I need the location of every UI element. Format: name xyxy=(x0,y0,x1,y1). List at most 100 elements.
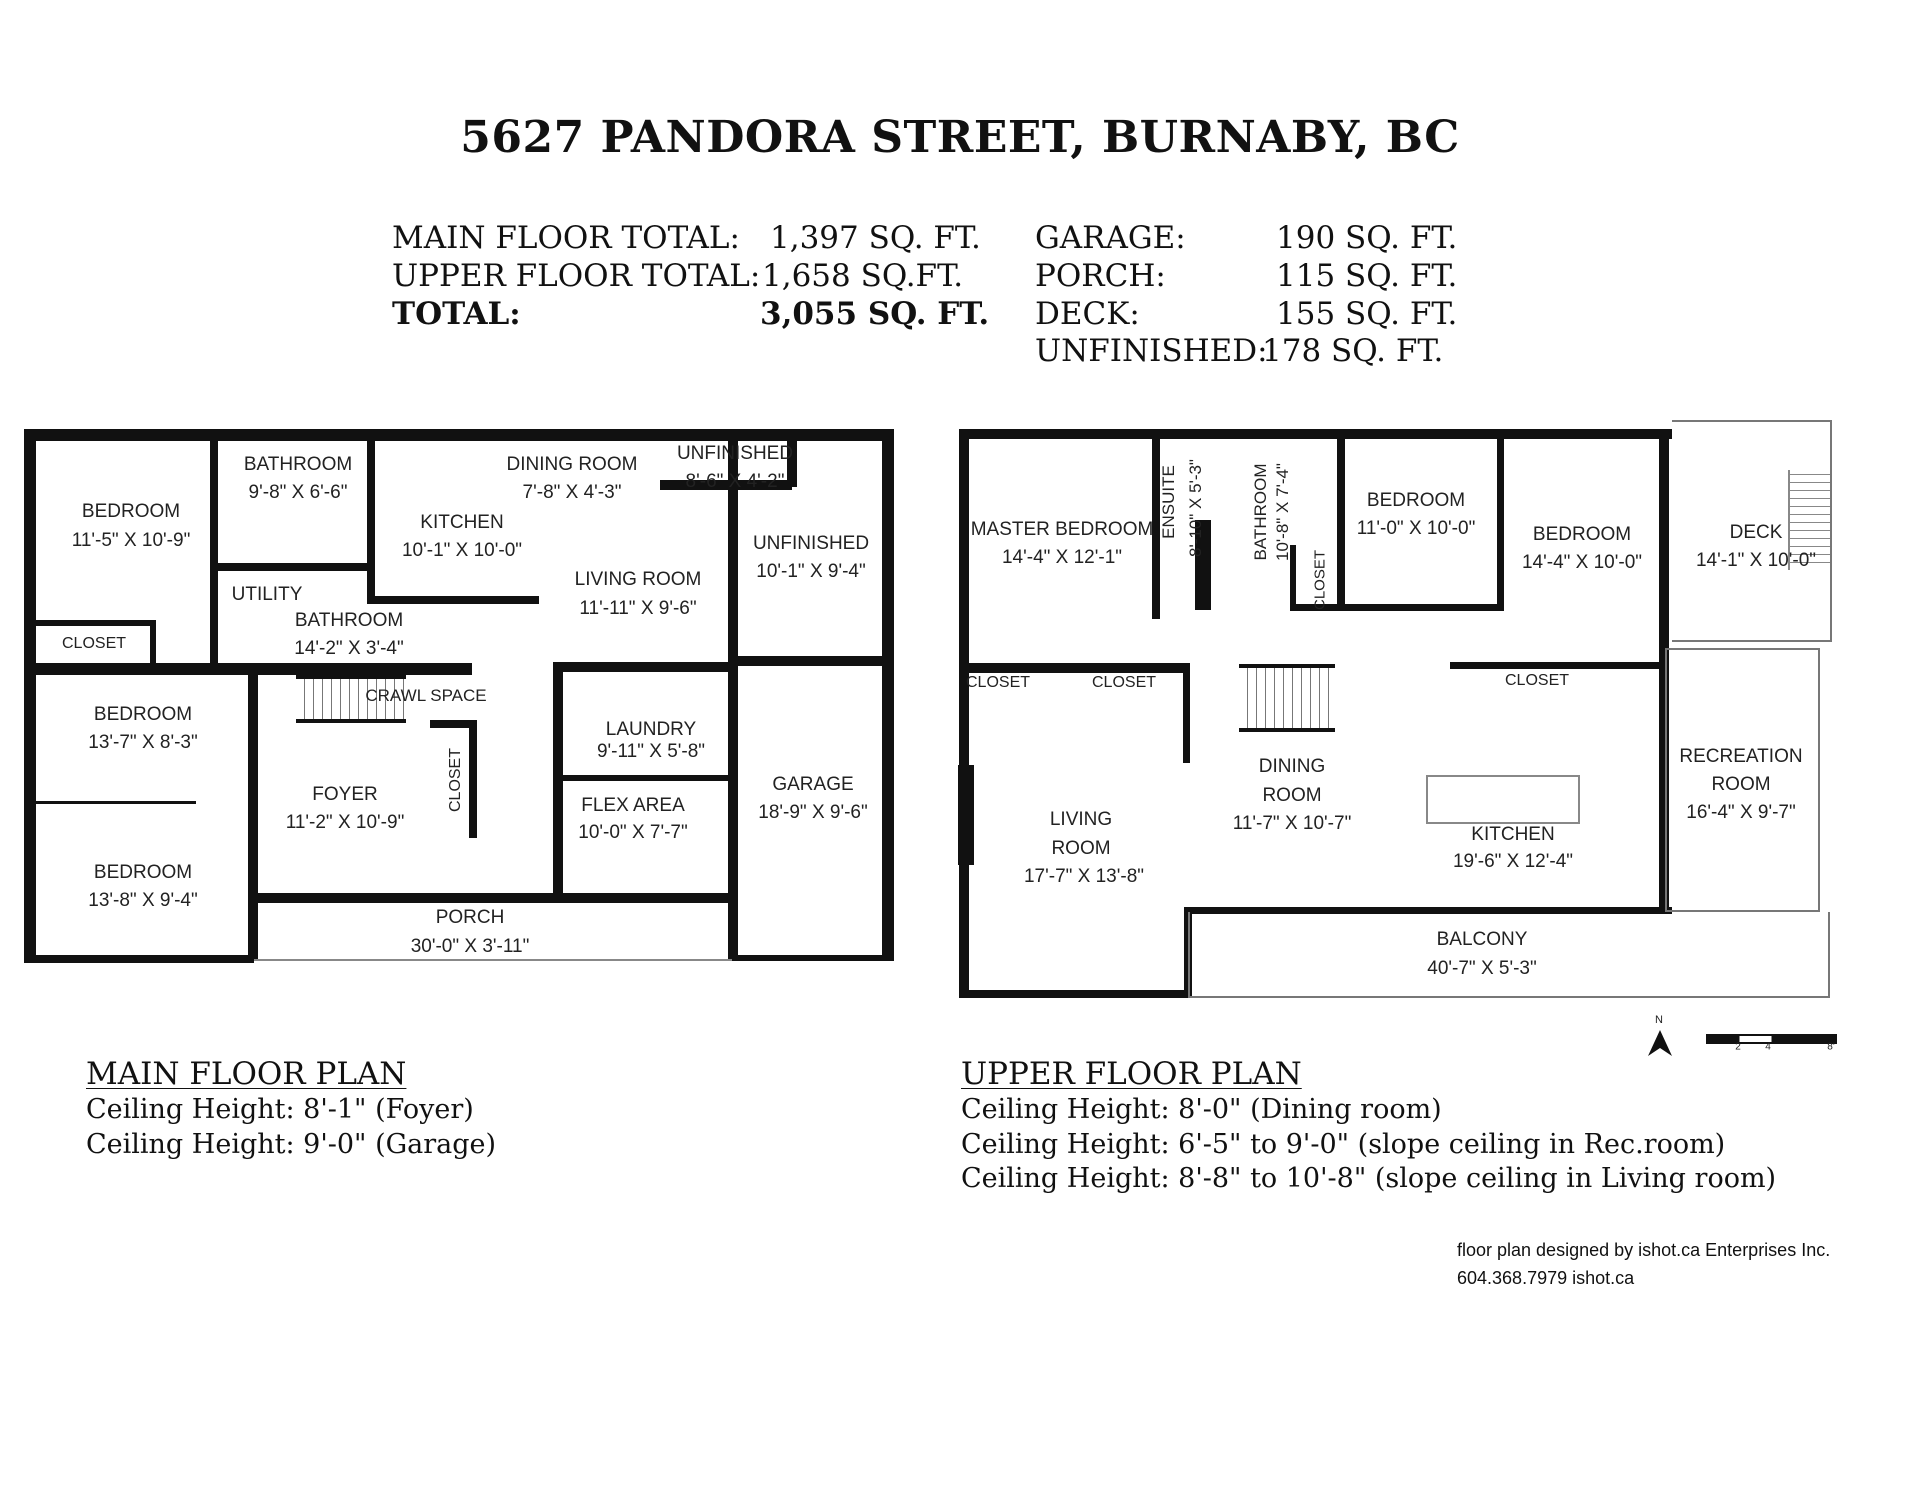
room-name: BATHROOM xyxy=(243,454,353,475)
wall xyxy=(1290,604,1500,611)
wall xyxy=(150,620,156,665)
wall xyxy=(959,990,1191,998)
wall xyxy=(1184,907,1672,914)
deck-stairs xyxy=(1788,470,1830,570)
room-name: LIVING ROOM xyxy=(574,569,702,590)
room-name: ROOM xyxy=(1711,774,1771,795)
staircase xyxy=(296,675,406,723)
ceiling-height-note: Ceiling Height: 8'-1" (Foyer) xyxy=(86,1094,474,1125)
wall xyxy=(1183,663,1190,763)
room-dimensions: 14'-2" X 3'-4" xyxy=(294,638,404,659)
stat-label: PORCH: xyxy=(1035,258,1166,294)
room-dimensions: 14'-1" X 10'-0" xyxy=(1695,550,1817,571)
deck-outline xyxy=(1672,420,1832,642)
room-dimensions: 14'-4" X 12'-1" xyxy=(1001,547,1123,568)
scale-bar xyxy=(1706,1034,1837,1044)
stat-value: 190 SQ. FT. xyxy=(1276,220,1458,256)
stat-label: DECK: xyxy=(1035,296,1140,332)
room-name: FOYER xyxy=(312,784,378,805)
scale-tick: 2 xyxy=(1735,1041,1741,1053)
ceiling-height-note: Ceiling Height: 8'-0" (Dining room) xyxy=(961,1094,1442,1125)
north-arrow-icon xyxy=(1648,1030,1672,1056)
wall xyxy=(210,441,218,663)
wall xyxy=(254,893,734,903)
room-name: KITCHEN xyxy=(420,512,504,533)
wall xyxy=(1195,520,1211,610)
room-name: BATHROOM xyxy=(1251,463,1270,561)
room-name: ENSUITE xyxy=(1159,465,1178,539)
wall xyxy=(1450,662,1662,669)
upper-floor-plan-heading: UPPER FLOOR PLAN xyxy=(961,1056,1302,1092)
stat-label-total: TOTAL: xyxy=(392,296,521,332)
room-name: DECK xyxy=(1729,522,1783,543)
room-dimensions: 30'-0" X 3'-11" xyxy=(410,936,530,957)
room-name: DINING ROOM xyxy=(506,454,638,475)
room-name: UNFINISHED xyxy=(676,443,794,464)
wall xyxy=(367,596,539,604)
stat-label: UPPER FLOOR TOTAL: xyxy=(392,258,761,294)
room-dimensions: 16'-4" X 9'-7" xyxy=(1686,802,1796,823)
room-name: CLOSET xyxy=(1091,674,1157,691)
room-name: MASTER BEDROOM xyxy=(970,519,1154,540)
ceiling-height-note: Ceiling Height: 9'-0" (Garage) xyxy=(86,1129,497,1160)
room-dimensions: 9'-11" X 5'-8" xyxy=(596,741,706,762)
staircase xyxy=(1239,664,1335,732)
room-name: BEDROOM xyxy=(93,704,193,725)
stat-value-total: 3,055 SQ. FT. xyxy=(760,296,990,332)
wall xyxy=(732,955,894,961)
room-dimensions: 13'-8" X 9'-4" xyxy=(88,890,198,911)
room-name: PORCH xyxy=(435,907,505,928)
kitchen-island xyxy=(1426,775,1580,824)
wall xyxy=(24,955,254,963)
scale-tick: 8' xyxy=(1827,1041,1835,1053)
room-dimensions: 8'-6" X 4'-2" xyxy=(685,471,785,492)
room-name: CLOSET xyxy=(1311,549,1329,611)
wall xyxy=(732,656,894,666)
porch-edge xyxy=(254,959,732,961)
wall xyxy=(1337,439,1345,609)
wall xyxy=(553,662,733,672)
room-name: FLEX AREA xyxy=(581,795,685,816)
room-dimensions: 11'-7" X 10'-7" xyxy=(1232,813,1352,834)
room-dimensions: 10'-1" X 9'-4" xyxy=(756,561,866,582)
wall xyxy=(882,429,894,961)
stat-label: GARAGE: xyxy=(1035,220,1186,256)
wall xyxy=(36,801,196,804)
room-dimensions: 7'-8" X 4'-3" xyxy=(522,482,622,503)
wall xyxy=(469,720,477,838)
room-name: BATHROOM xyxy=(294,610,404,631)
fireplace xyxy=(958,765,974,865)
room-dimensions: 10'-0" X 7'-7" xyxy=(578,822,688,843)
wall xyxy=(1497,439,1504,611)
room-dimensions: 11'-0" X 10'-0" xyxy=(1356,518,1476,539)
room-dimensions: 19'-6" X 12'-4" xyxy=(1452,851,1574,872)
room-name: UNFINISHED xyxy=(752,533,870,554)
room-name: CLOSET xyxy=(447,747,464,813)
room-dimensions: 40'-7" X 5'-3" xyxy=(1427,958,1537,979)
room-name: LIVING xyxy=(1049,809,1113,830)
wall xyxy=(553,663,563,903)
wall xyxy=(24,429,36,961)
room-name: GARAGE xyxy=(772,774,854,795)
room-name: BEDROOM xyxy=(1366,490,1466,511)
room-dimensions: 11'-11" X 9'-6" xyxy=(579,598,697,619)
room-dimensions: 11'-2" X 10'-9" xyxy=(285,812,405,833)
room-dimensions: 17'-7" X 13'-8" xyxy=(1023,866,1145,887)
wall xyxy=(959,429,969,998)
designer-contact: 604.368.7979 ishot.ca xyxy=(1457,1268,1635,1288)
ceiling-height-note: Ceiling Height: 6'-5" to 9'-0" (slope ce… xyxy=(961,1129,1726,1160)
room-name: KITCHEN xyxy=(1471,824,1555,845)
room-name: BEDROOM xyxy=(1532,524,1632,545)
property-title: 5627 PANDORA STREET, BURNABY, BC xyxy=(460,112,1460,163)
wall xyxy=(1659,429,1669,914)
room-name: DINING xyxy=(1258,756,1326,777)
wall xyxy=(660,480,792,490)
wall xyxy=(787,429,797,487)
room-name: BEDROOM xyxy=(81,501,181,522)
compass-label: N xyxy=(1655,1014,1663,1026)
stat-label: MAIN FLOOR TOTAL: xyxy=(392,220,740,256)
stat-value: 1,658 SQ.FT. xyxy=(762,258,964,294)
room-dimensions: 13'-7" X 8'-3" xyxy=(88,732,198,753)
room-name: ROOM xyxy=(1051,838,1111,859)
designer-credit: floor plan designed by ishot.ca Enterpri… xyxy=(1457,1240,1831,1260)
